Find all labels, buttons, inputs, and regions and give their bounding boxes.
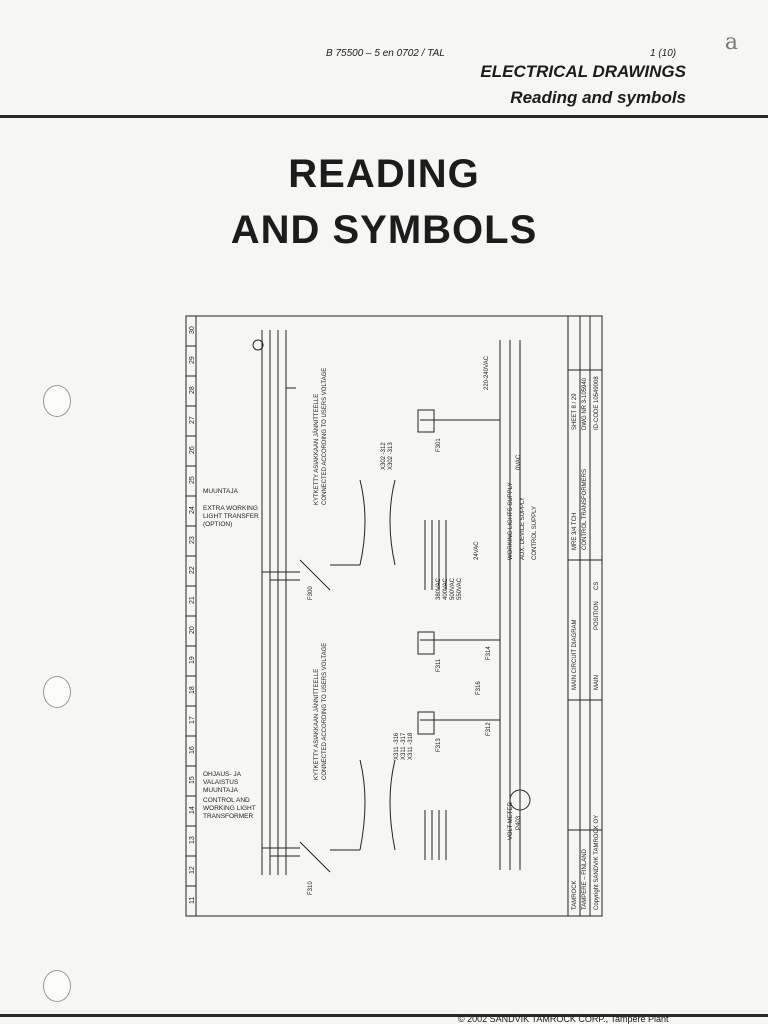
column-number: 18	[189, 686, 196, 694]
switch-f310	[299, 841, 331, 873]
svg-text:TRANSFORMER: TRANSFORMER	[203, 813, 254, 820]
column-number: 29	[189, 356, 196, 364]
fuse-label-f310: F310	[308, 881, 314, 895]
handwritten-mark: a	[724, 30, 738, 55]
header-title: ELECTRICAL DRAWINGS	[480, 62, 686, 81]
tb-drawing-title: MAIN CIRCUIT DIAGRAM	[572, 619, 578, 690]
footer-copyright: © 2002 SANDVIK TAMROCK CORP., Tampere Pl…	[458, 1014, 669, 1024]
volt-meter-label: VOLT METER	[508, 802, 514, 840]
working-lights-label: WORKING LIGHTS SUPPLY	[508, 482, 514, 560]
aux-device-label: AUX. DEVICE SUPPLY	[520, 497, 526, 560]
svg-text:KYTKETTY ASIAKKAAN JÄNNITTEELL: KYTKETTY ASIAKKAAN JÄNNITTEELLE	[313, 669, 320, 780]
svg-text:400VAC: 400VAC	[443, 577, 449, 600]
svg-text:X302 -312: X302 -312	[381, 442, 387, 470]
punch-hole-bottom	[43, 970, 71, 1002]
transformer-secondary-2	[389, 759, 396, 851]
header-subtitle: Reading and symbols	[510, 88, 686, 107]
column-number: 16	[189, 746, 196, 754]
column-number: 13	[189, 836, 196, 844]
svg-text:F311: F311	[436, 658, 442, 672]
column-number: 21	[189, 596, 196, 604]
kytketty-label: KYTKETTY ASIAKKAAN JÄNNITTEELLE	[313, 394, 320, 505]
column-number: 27	[189, 416, 196, 424]
doc-code: B 75500 – 5 en 0702 / TAL	[326, 48, 445, 59]
fuse-f301	[417, 409, 435, 433]
main-title-line1: READING	[288, 152, 480, 196]
column-number: 25	[189, 476, 196, 484]
fuse-f311	[417, 631, 435, 655]
column-number: 24	[189, 506, 196, 514]
svg-text:F301: F301	[436, 438, 442, 452]
column-number: 14	[189, 806, 196, 814]
svg-text:(OPTION): (OPTION)	[203, 521, 232, 528]
svg-text:CONNECTED ACCORDING TO USERS V: CONNECTED ACCORDING TO USERS VOLTAGE	[322, 643, 328, 780]
volt-meter-symbol	[509, 789, 531, 811]
column-number: 26	[189, 446, 196, 454]
footer-rule	[0, 1014, 768, 1017]
svg-text:F314: F314	[486, 646, 492, 660]
svg-text:X302 -313: X302 -313	[388, 442, 394, 470]
svg-text:P403: P403	[516, 815, 522, 830]
tb-position-label: POSITION	[594, 601, 600, 630]
svg-text:WORKING LIGHT: WORKING LIGHT	[203, 805, 256, 812]
svg-text:F312: F312	[486, 722, 492, 736]
transformer-primary-1	[359, 479, 366, 566]
tb-company: TAMROCK	[572, 880, 578, 910]
header-rule	[0, 115, 768, 118]
control-supply-label: CONTROL SUPPLY	[532, 506, 538, 560]
column-number: 19	[189, 656, 196, 664]
diagram-frame	[185, 315, 603, 917]
punch-hole-middle	[43, 676, 71, 708]
punch-hole-top	[43, 385, 71, 417]
svg-text:CONNECTED ACCORDING TO USERS V: CONNECTED ACCORDING TO USERS VOLTAGE	[322, 368, 328, 505]
svg-text:EXTRA WORKING: EXTRA WORKING	[203, 505, 258, 512]
svg-text:F313: F313	[436, 738, 442, 752]
tb-dwg: DWG NR 3-105940	[582, 377, 588, 430]
svg-text:X311 -318: X311 -318	[408, 732, 414, 760]
transformer-secondary-1	[389, 479, 396, 566]
column-number: 23	[189, 536, 196, 544]
column-number: 17	[189, 716, 196, 724]
svg-text:MUUNTAJA: MUUNTAJA	[203, 787, 239, 794]
svg-text:380VAC: 380VAC	[436, 577, 442, 600]
tb-machine: MRE 3/4 TCH	[572, 513, 578, 550]
column-number: 15	[189, 776, 196, 784]
tb-position: CS	[594, 582, 600, 590]
svg-text:X311 -317: X311 -317	[401, 732, 407, 760]
svg-text:F316: F316	[476, 681, 482, 695]
fuse-label-f300: F300	[308, 586, 314, 600]
svg-text:500VAC: 500VAC	[450, 577, 456, 600]
tb-sheet: SHEET 8 / 29	[572, 393, 578, 430]
transformer-primary-2	[359, 759, 366, 851]
svg-text:220-240VAC: 220-240VAC	[484, 355, 490, 390]
switch-f300	[299, 559, 331, 591]
main-title-line2: AND SYMBOLS	[230, 208, 538, 252]
column-number: 11	[189, 897, 196, 904]
svg-text:24VAC: 24VAC	[474, 541, 480, 560]
label-ohjaus: OHJAUS- JA	[203, 771, 242, 778]
tb-id: ID-CODE 10549008	[594, 376, 600, 430]
column-number: 28	[189, 386, 196, 394]
tb-drawing-sub: CONTROL TRANSFORMERS	[582, 469, 588, 550]
column-number: 30	[189, 326, 196, 334]
label-muuntaja: MUUNTAJA	[203, 488, 239, 495]
svg-text:VALAISTUS: VALAISTUS	[203, 779, 239, 786]
label-control-and: CONTROL AND	[203, 797, 250, 804]
column-number: 22	[189, 566, 196, 574]
fuse-f313	[417, 711, 435, 735]
svg-text:X311 -316: X311 -316	[394, 732, 400, 760]
column-number: 12	[189, 866, 196, 874]
svg-text:550VAC: 550VAC	[457, 577, 463, 600]
svg-text:0VAC: 0VAC	[516, 454, 522, 470]
tb-copyright: Copyright SANDVIK TAMROCK OY	[594, 815, 600, 910]
tb-location: TAMPERE – FINLAND	[582, 848, 588, 910]
svg-text:LIGHT TRANSFER: LIGHT TRANSFER	[203, 513, 259, 520]
tb-main: MAIN	[594, 675, 600, 690]
page-number: 1 (10)	[650, 48, 677, 59]
column-number: 20	[189, 626, 196, 634]
